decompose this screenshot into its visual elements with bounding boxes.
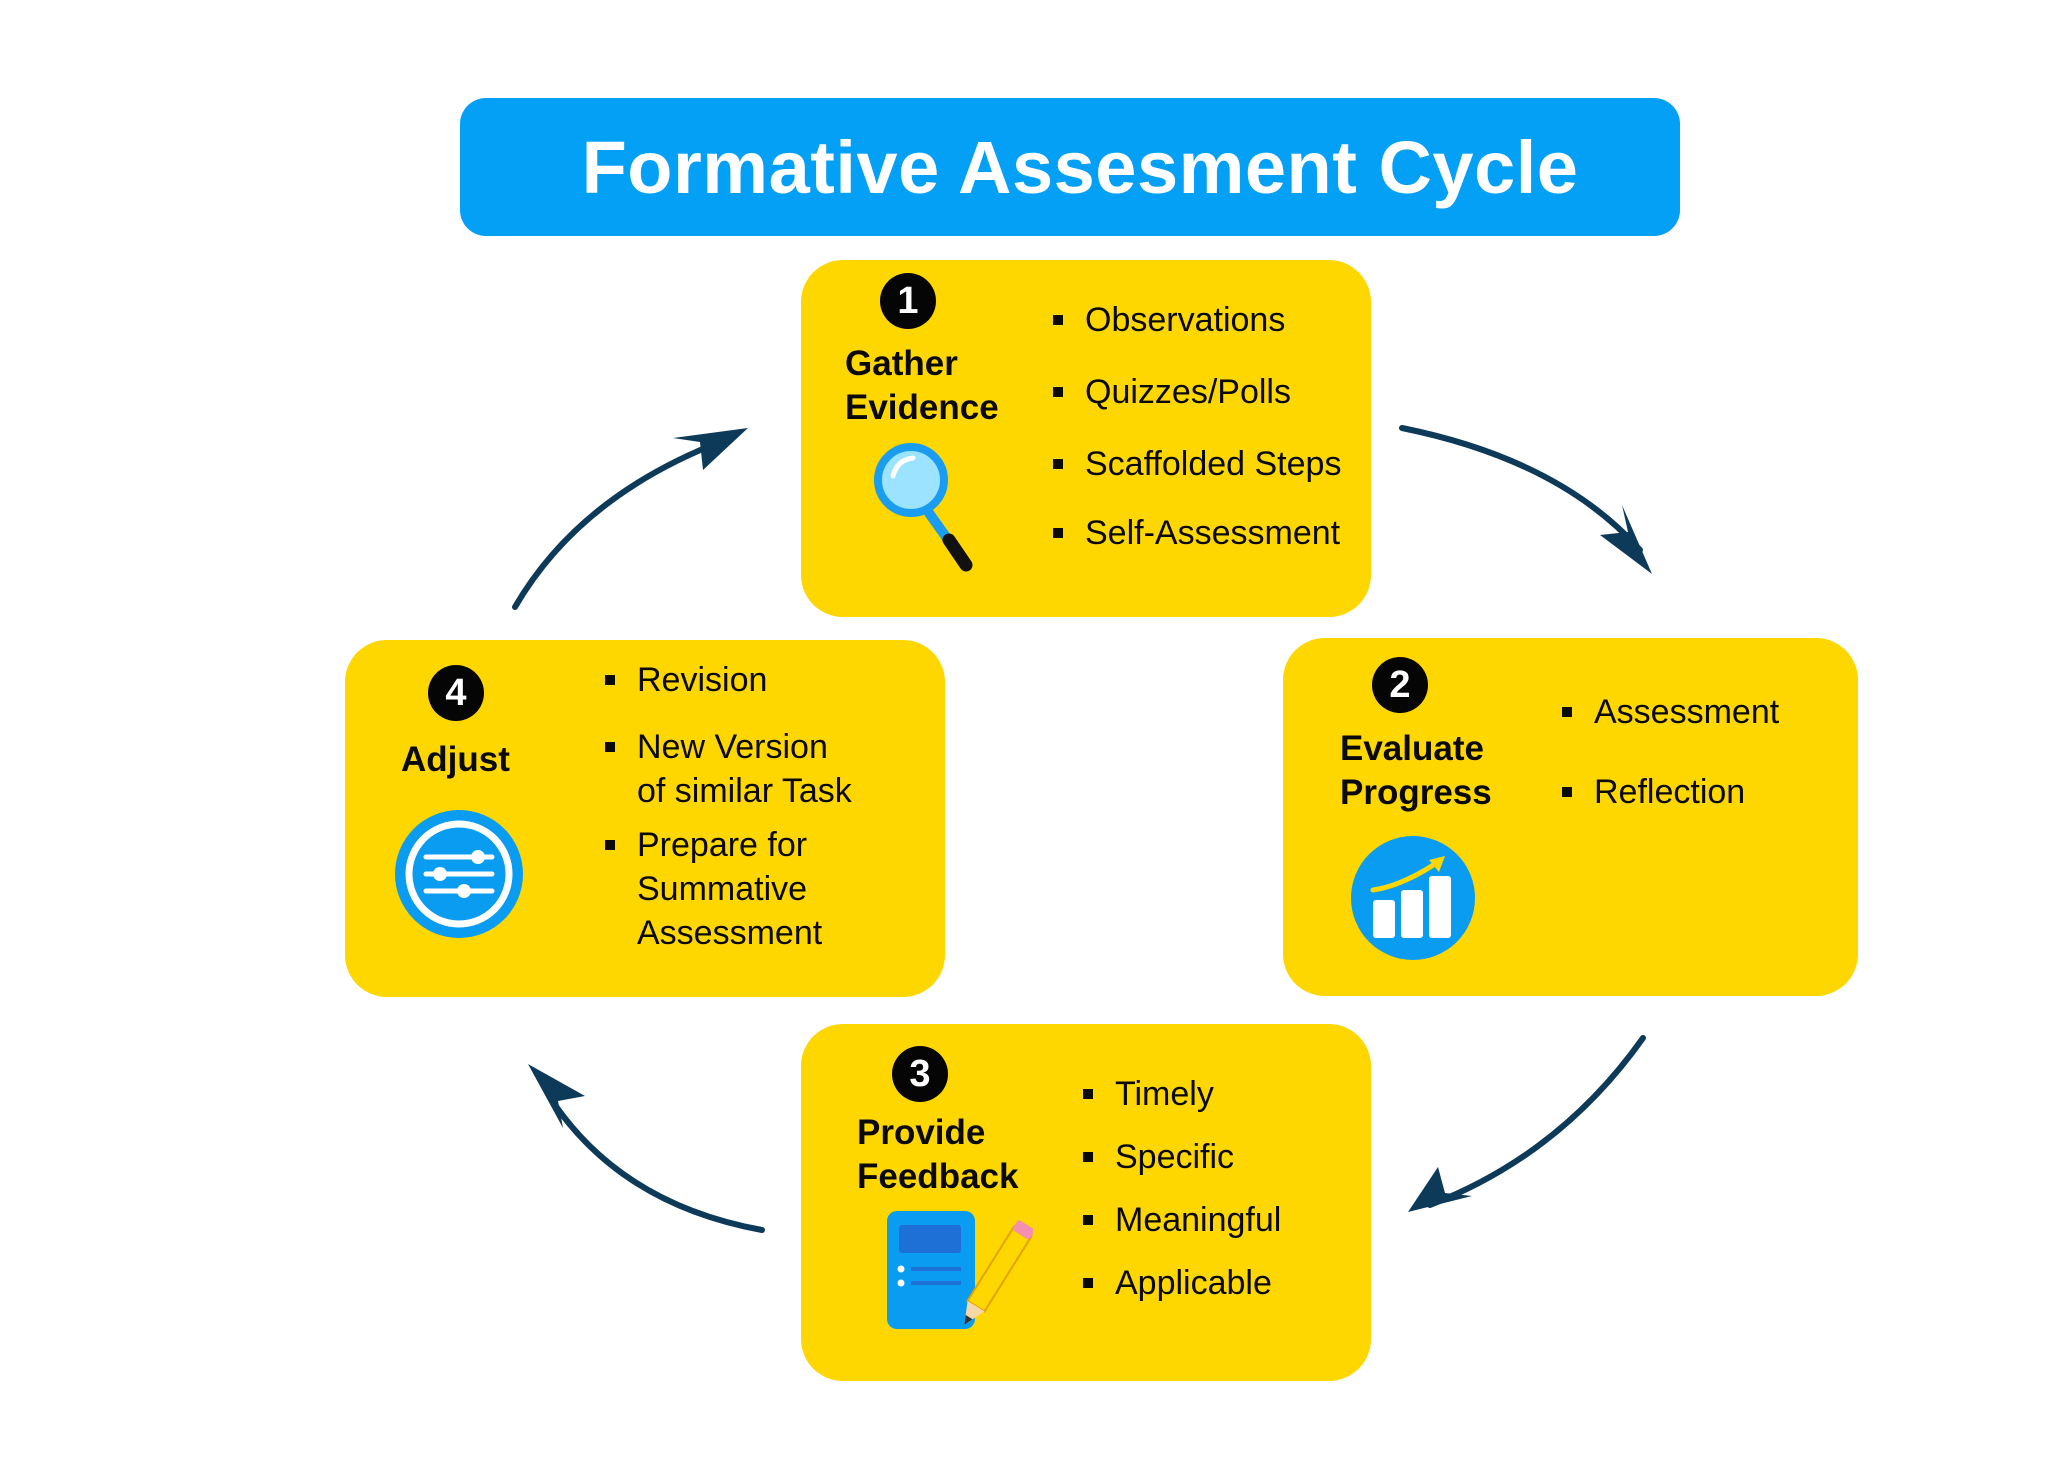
arrowhead-2 xyxy=(1408,1167,1472,1212)
list-item: Self-Assessment xyxy=(1053,511,1341,555)
arrow-1-to-2 xyxy=(1399,425,1643,553)
list-item: Specific xyxy=(1083,1135,1281,1179)
list-item: Applicable xyxy=(1083,1261,1281,1305)
step-number-badge: 1 xyxy=(880,273,936,329)
step-number-badge: 4 xyxy=(428,665,484,721)
step-card-adjust: 4 Adjust Revision New Version of similar… xyxy=(345,640,945,997)
list-item: Revision xyxy=(605,658,852,702)
list-item: Observations xyxy=(1053,298,1341,342)
list-item: Timely xyxy=(1083,1072,1281,1116)
list-item: Meaningful xyxy=(1083,1198,1281,1242)
list-item: Reflection xyxy=(1562,770,1779,814)
list-item: Quizzes/Polls xyxy=(1053,370,1341,414)
arrow-2-to-3 xyxy=(1427,1035,1646,1208)
list-item: Scaffolded Steps xyxy=(1053,442,1341,486)
step-number-badge: 2 xyxy=(1372,657,1428,713)
arrowhead-4 xyxy=(673,428,748,470)
evidence-list: Observations Quizzes/Polls Scaffolded St… xyxy=(1053,298,1341,555)
growth-chart-icon xyxy=(1351,836,1475,960)
arrow-3-to-4 xyxy=(552,1102,765,1233)
adjust-list: Revision New Version of similar Task Pre… xyxy=(605,658,852,955)
feedback-list: Timely Specific Meaningful Applicable xyxy=(1083,1072,1281,1305)
arrow-4-to-1 xyxy=(512,437,728,610)
sliders-icon xyxy=(395,810,523,938)
step-title: Evaluate Progress xyxy=(1340,729,1492,812)
title-banner: Formative Assesment Cycle xyxy=(460,98,1680,236)
step-title: Adjust xyxy=(401,740,510,779)
list-item: Prepare for Summative Assessment xyxy=(605,823,852,955)
step-card-gather-evidence: 1 Gather Evidence Observations Quizzes/P… xyxy=(801,260,1371,617)
arrowhead-3 xyxy=(528,1064,585,1128)
list-item: New Version of similar Task xyxy=(605,725,852,813)
step-card-provide-feedback: 3 Provide Feedback Timely Specific Meani… xyxy=(801,1024,1371,1381)
notebook-pencil-icon xyxy=(887,1211,1033,1329)
diagram-title: Formative Assesment Cycle xyxy=(581,125,1579,209)
list-item: Assessment xyxy=(1562,690,1779,734)
step-title: Provide Feedback xyxy=(857,1113,1019,1196)
magnifying-glass-icon xyxy=(874,443,973,572)
step-title: Gather Evidence xyxy=(845,344,999,427)
step-card-evaluate-progress: 2 Evaluate Progress Assessment Reflectio… xyxy=(1283,638,1858,996)
arrowhead-1 xyxy=(1600,505,1652,574)
evaluate-list: Assessment Reflection xyxy=(1562,690,1779,814)
step-number-badge: 3 xyxy=(892,1046,948,1102)
